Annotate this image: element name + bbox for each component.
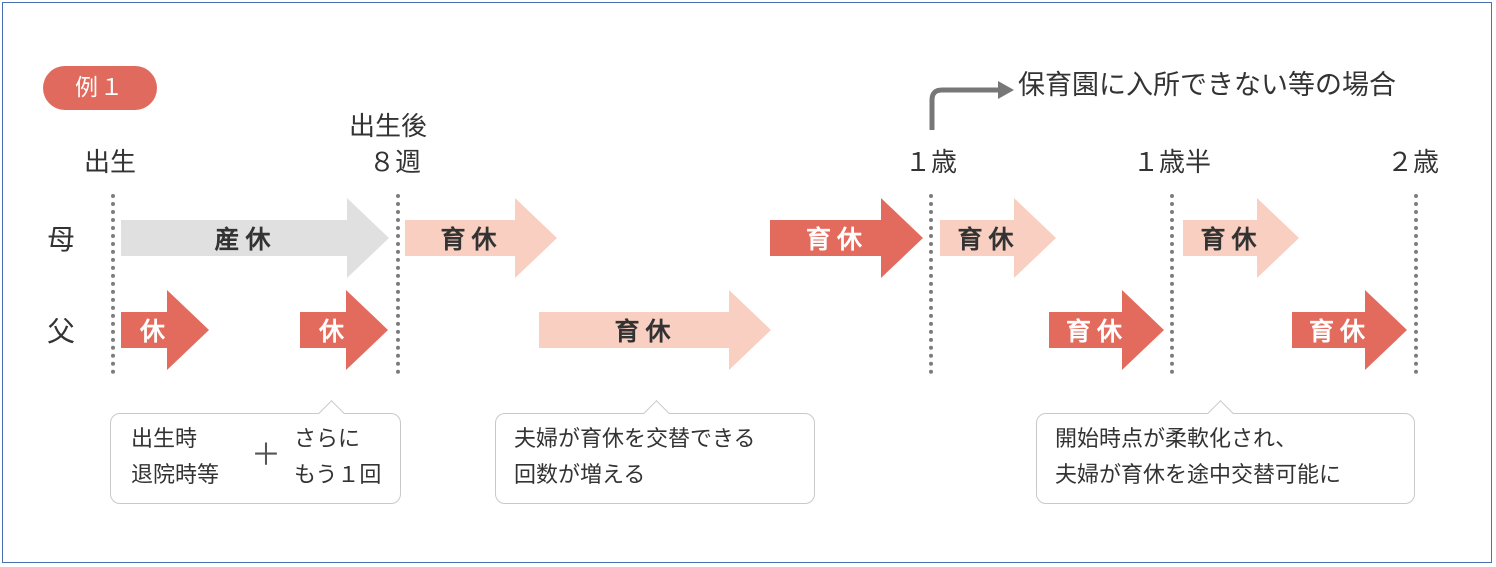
- label-birth: 出生: [84, 148, 137, 178]
- timeline-line-one-year: [929, 194, 933, 374]
- arrow-father-childcare-2-label: 育休: [1066, 317, 1129, 346]
- arrow-mother-childcare-1: 育休: [405, 198, 557, 278]
- arrow-father-leave-2: 休: [300, 290, 388, 370]
- arrow-father-childcare-1-shape: [539, 290, 771, 370]
- arrow-father-childcare-2-shape: [1049, 290, 1164, 370]
- plus-icon: ＋: [251, 438, 281, 473]
- callout-text: 夫婦が育休を交替できる: [514, 427, 756, 452]
- arrow-mother-childcare-4-shape: [1183, 198, 1299, 278]
- arrow-father-childcare-1: 育休: [539, 290, 771, 370]
- arrow-father-leave-2-shape: [300, 290, 388, 370]
- timeline-line-eight-weeks: [396, 194, 400, 374]
- example-badge: 例１: [43, 66, 157, 110]
- arrow-father-leave-2-label: 休: [319, 317, 351, 346]
- callout-text: 開始時点が柔軟化され、: [1055, 427, 1298, 452]
- arrow-mother-maternity-shape: [121, 198, 389, 278]
- timeline-line-birth: [111, 194, 115, 374]
- arrow-mother-childcare-4: 育休: [1183, 198, 1299, 278]
- arrow-father-leave-1-label: 休: [140, 317, 172, 346]
- arrow-father-childcare-2: 育休: [1049, 290, 1164, 370]
- callout-swap-count: 夫婦が育休を交替できる 回数が増える: [495, 400, 815, 504]
- note-text: 保育園に入所できない等の場合: [1018, 70, 1396, 101]
- callout-text: もう１回: [294, 463, 382, 488]
- callout-text: 回数が増える: [514, 463, 646, 488]
- callout-flexible-start: 開始時点が柔軟化され、 夫婦が育休を途中交替可能に: [1036, 400, 1415, 504]
- arrow-father-leave-1: 休: [121, 290, 209, 370]
- arrow-mother-childcare-3-label: 育休: [957, 225, 1020, 254]
- callout-father-twice: 出生時 退院時等 ＋ さらに もう１回: [110, 400, 401, 504]
- row-label-father: 父: [47, 315, 76, 348]
- arrow-mother-childcare-3-shape: [940, 198, 1056, 278]
- label-eight-weeks: ８週: [369, 148, 422, 178]
- timeline-line-one-and-half-years: [1170, 194, 1174, 374]
- arrow-father-leave-1-shape: [121, 290, 209, 370]
- callout-text: さらに: [294, 427, 361, 452]
- arrow-mother-childcare-2-shape: [770, 198, 923, 278]
- arrow-father-childcare-3-label: 育休: [1309, 317, 1372, 346]
- label-one-and-half-years: １歳半: [1133, 148, 1212, 178]
- bent-arrow-icon: [929, 81, 1014, 130]
- label-one-year: １歳: [905, 148, 958, 178]
- callout-text: 退院時等: [131, 463, 220, 488]
- row-label-mother: 母: [47, 223, 76, 256]
- arrow-mother-childcare-4-label: 育休: [1200, 225, 1263, 254]
- timeline-line-two-years: [1414, 194, 1418, 374]
- callout-text: 夫婦が育休を途中交替可能に: [1055, 463, 1342, 488]
- arrow-mother-childcare-2: 育休: [770, 198, 923, 278]
- arrow-mother-childcare-3: 育休: [940, 198, 1056, 278]
- arrow-mother-childcare-1-label: 育休: [440, 225, 503, 254]
- arrow-father-childcare-3-shape: [1292, 290, 1407, 370]
- arrow-mother-maternity-label: 産休: [214, 225, 277, 254]
- arrow-mother-childcare-1-shape: [405, 198, 557, 278]
- arrow-father-childcare-3: 育休: [1292, 290, 1407, 370]
- arrow-father-childcare-1-label: 育休: [614, 317, 677, 346]
- label-after-birth: 出生後: [349, 112, 428, 142]
- label-two-years: ２歳: [1387, 148, 1440, 178]
- arrow-mother-childcare-2-label: 育休: [806, 225, 869, 254]
- callout-text: 出生時: [131, 427, 198, 452]
- arrow-mother-maternity: 産休: [121, 198, 389, 278]
